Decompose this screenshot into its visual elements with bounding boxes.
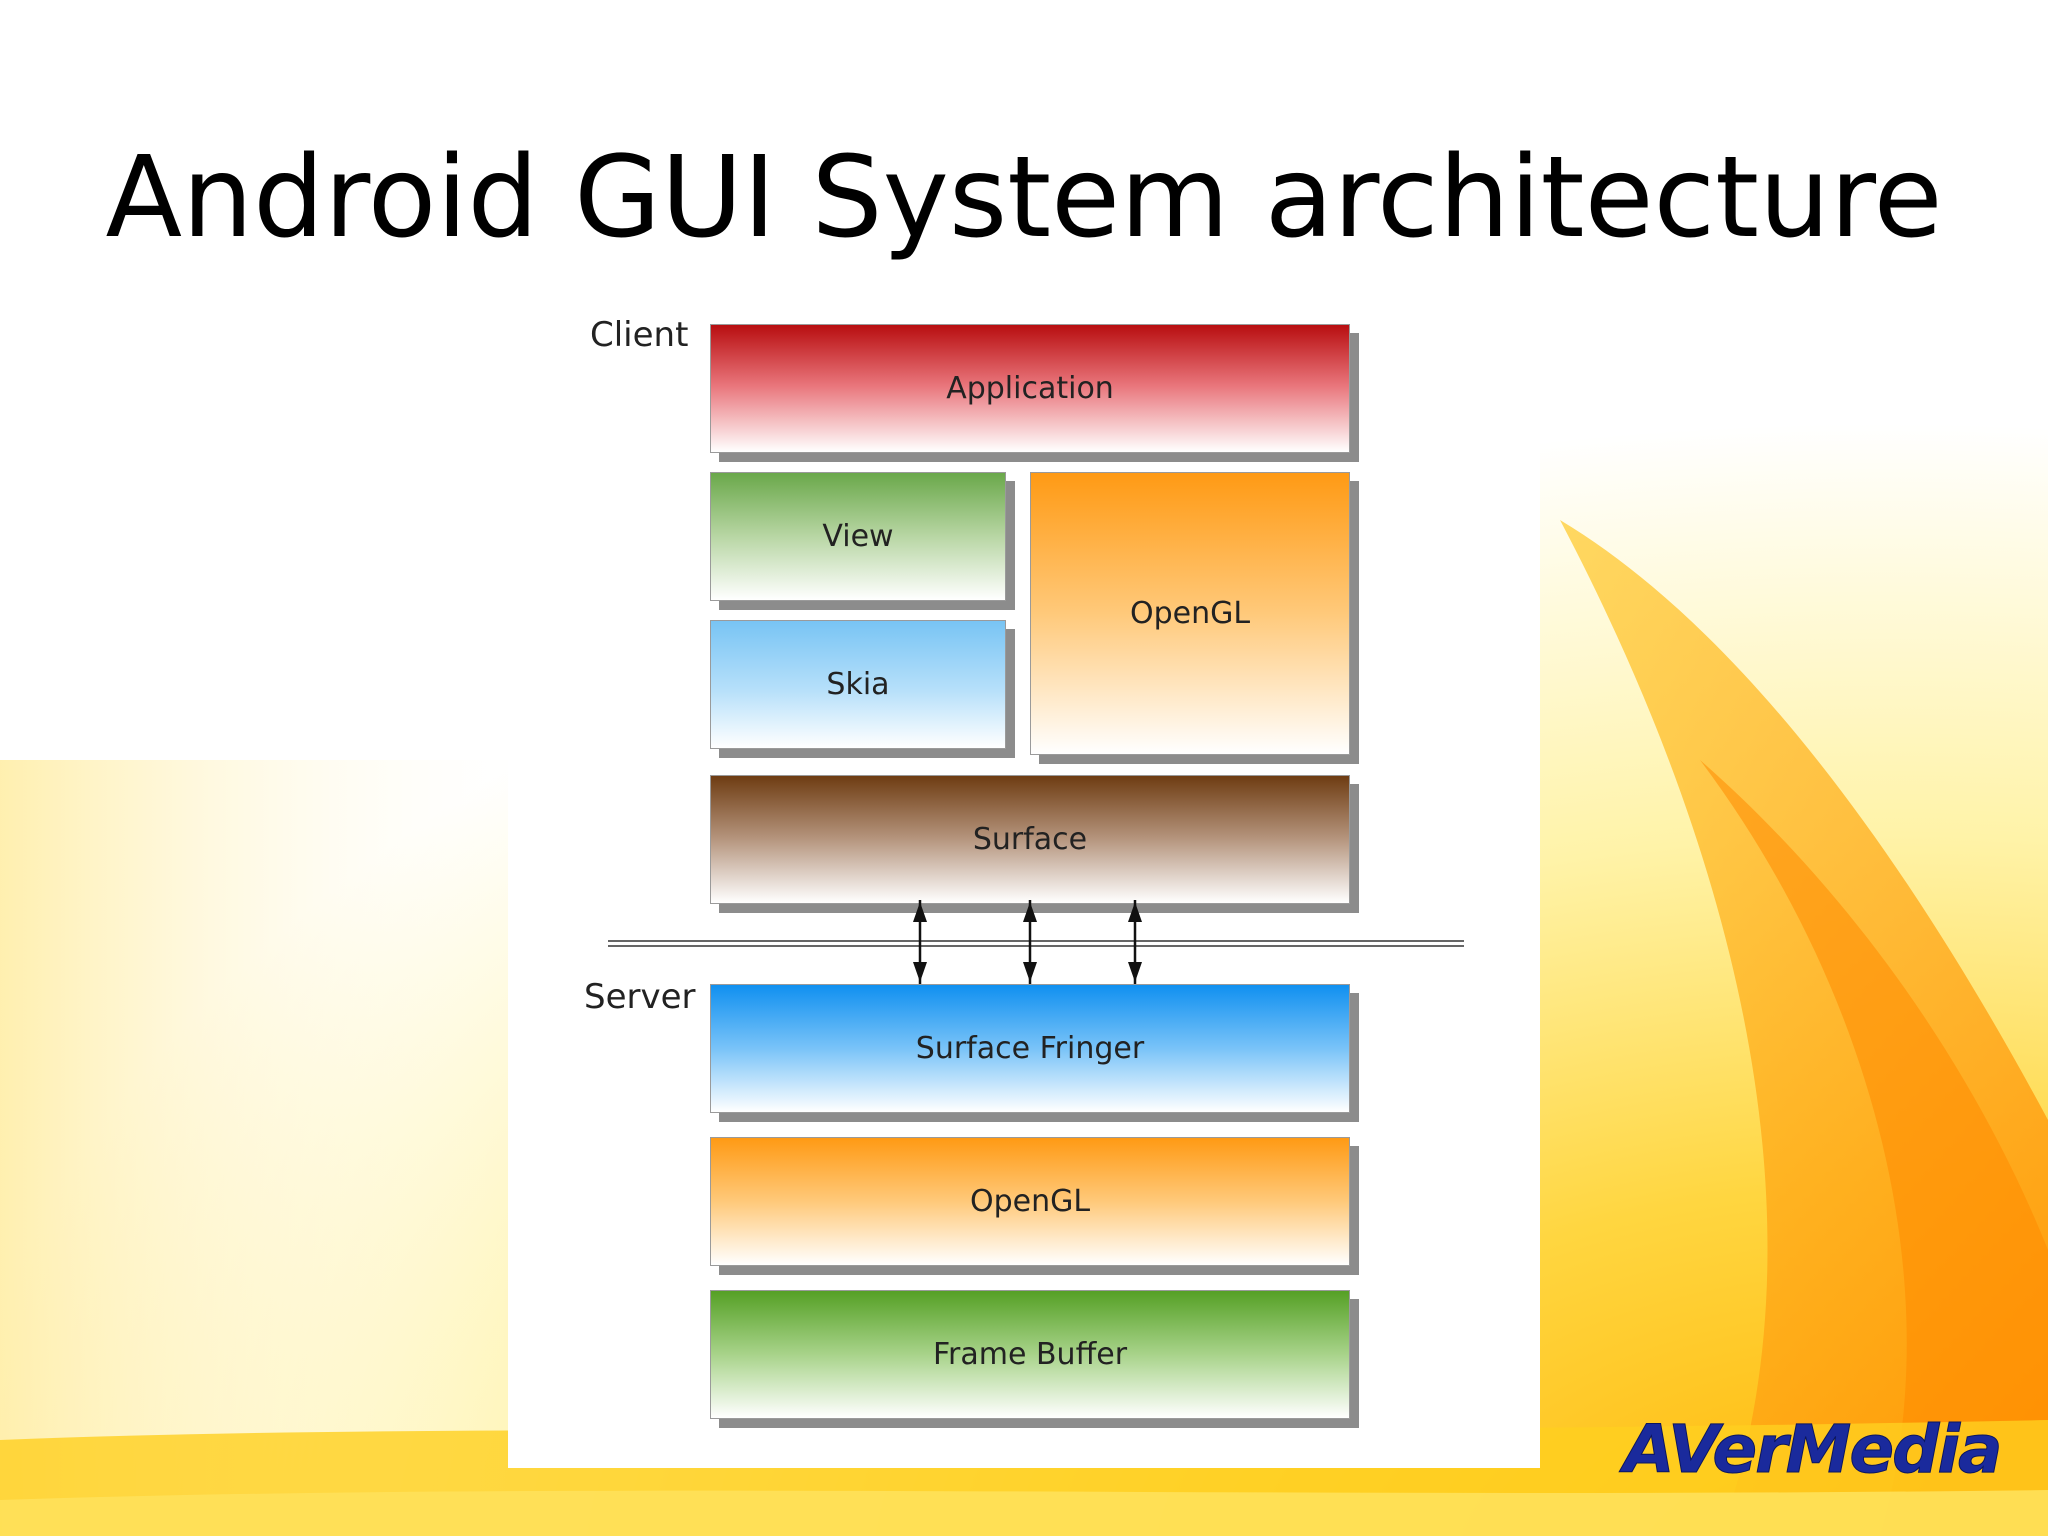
view-label: View [822,519,894,554]
surface-block: Surface [710,775,1350,904]
frame-buffer-block: Frame Buffer [710,1290,1350,1419]
client-opengl-block: OpenGL [1030,472,1350,755]
surface-flinger-block: Surface Fringer [710,984,1350,1113]
server-opengl-label: OpenGL [969,1184,1091,1219]
skia-label: Skia [826,667,890,702]
logo-text: AVerMedia [1618,1411,2000,1486]
arrow-left [913,900,927,984]
view-block: View [710,472,1006,601]
arrow-right [1128,900,1142,984]
surface-label: Surface [972,822,1088,857]
architecture-diagram: Client Application View Skia OpenGL Surf… [508,300,1540,1468]
slide-title: Android GUI System architecture [105,133,1943,263]
application-block: Application [710,324,1350,453]
arrow-middle [1023,900,1037,984]
application-label: Application [946,371,1114,406]
client-opengl-label: OpenGL [1129,596,1251,631]
client-label: Client [590,315,689,355]
frame-buffer-label: Frame Buffer [932,1337,1128,1372]
surface-flinger-label: Surface Fringer [915,1031,1145,1066]
skia-block: Skia [710,620,1006,749]
server-opengl-block: OpenGL [710,1137,1350,1266]
avermedia-logo: AVerMedia [1618,1411,2003,1487]
server-label: Server [584,977,696,1017]
